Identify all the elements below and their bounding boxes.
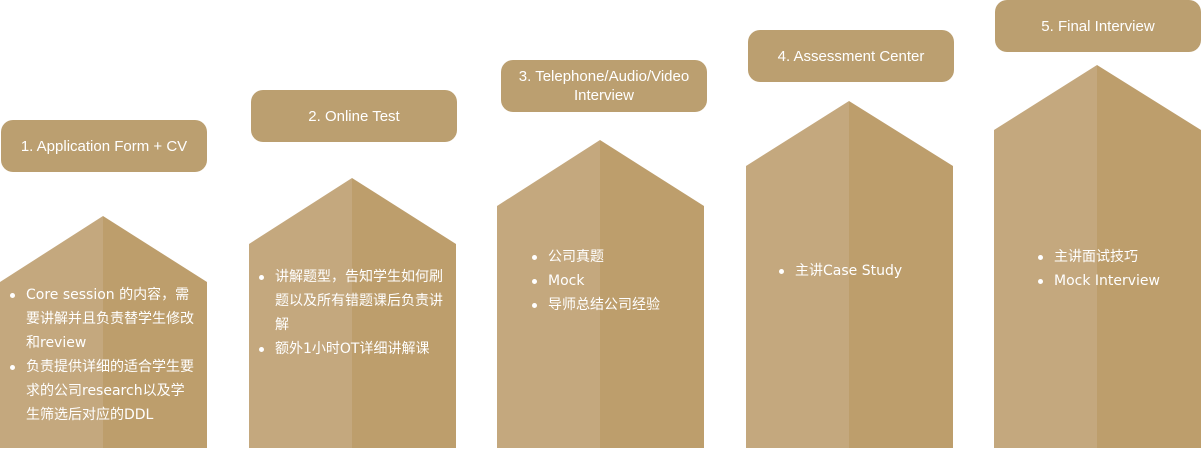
house-4	[746, 101, 953, 448]
list-item: 导师总结公司经验	[532, 293, 692, 317]
list-item: 负责提供详细的适合学生要求的公司research以及学生筛选后对应的DDL	[10, 355, 194, 427]
list-item: 主讲Case Study	[779, 259, 944, 283]
list-item: Mock	[532, 269, 692, 293]
list-item: Mock Interview	[1038, 269, 1198, 293]
house-1	[0, 216, 207, 448]
stage-1-bullets: Core session 的内容，需要讲解并且负责替学生修改和review 负责…	[10, 283, 194, 427]
list-item: 公司真题	[532, 245, 692, 269]
stage-2-label: 2. Online Test	[251, 90, 457, 142]
house-5	[994, 65, 1201, 448]
stage-1-label: 1. Application Form + CV	[1, 120, 207, 172]
list-item: 讲解题型，告知学生如何刷题以及所有错题课后负责讲解	[259, 265, 447, 337]
stage-4-label: 4. Assessment Center	[748, 30, 954, 82]
house-3	[497, 140, 704, 448]
stage-5-label: 5. Final Interview	[995, 0, 1201, 52]
stage-5-bullets: 主讲面试技巧 Mock Interview	[1038, 245, 1198, 293]
list-item: Core session 的内容，需要讲解并且负责替学生修改和review	[10, 283, 194, 355]
stage-3-label: 3. Telephone/Audio/Video Interview	[501, 60, 707, 112]
stage-2-bullets: 讲解题型，告知学生如何刷题以及所有错题课后负责讲解 额外1小时OT详细讲解课	[259, 265, 447, 361]
list-item: 额外1小时OT详细讲解课	[259, 337, 447, 361]
stage-4-bullets: 主讲Case Study	[779, 259, 944, 283]
stage-3-bullets: 公司真题 Mock 导师总结公司经验	[532, 245, 692, 317]
house-2	[249, 178, 456, 448]
list-item: 主讲面试技巧	[1038, 245, 1198, 269]
